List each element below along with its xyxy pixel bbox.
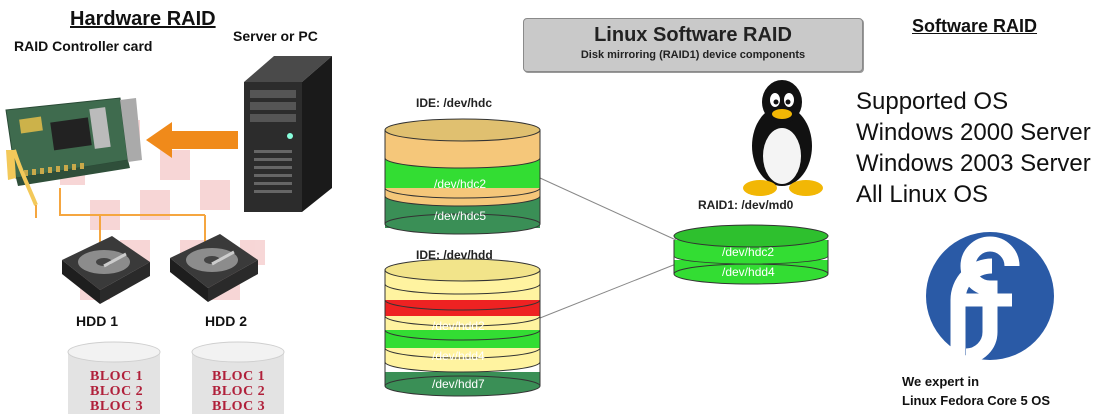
bloc-cylinder-1: BLOC 1 BLOC 2 BLOC 3: [67, 341, 161, 414]
bloc-cylinder-2: BLOC 1 BLOC 2 BLOC 3: [191, 341, 285, 414]
server-tower-icon: [244, 56, 332, 212]
md0-hdc2-label: /dev/hdc2: [722, 245, 774, 259]
disk-hdd-cylinder: /dev/hdd2 /dev/hdd4 /dev/hdd7: [384, 258, 541, 397]
md0-hdd4-label: /dev/hdd4: [722, 265, 775, 279]
linux-software-raid-banner: Linux Software RAID Disk mirroring (RAID…: [523, 18, 863, 72]
hdd2-label: HDD 2: [205, 313, 248, 329]
hard-drive-icon: [62, 236, 150, 304]
os-list-item: Windows 2000 Server: [856, 119, 1091, 146]
banner-title: Linux Software RAID: [594, 24, 792, 46]
disk-hdc-label: IDE: /dev/hdc: [416, 96, 493, 110]
server-pc-label: Server or PC: [233, 28, 318, 44]
software-raid-title: Software RAID: [912, 16, 1038, 36]
raid-controller-label: RAID Controller card: [14, 38, 153, 54]
supported-os-list: Supported OS Windows 2000 Server Windows…: [856, 86, 1091, 210]
hardware-raid-title: Hardware RAID: [70, 8, 216, 30]
hdc2-segment-label: /dev/hdc2: [434, 177, 486, 191]
disk-hdc-cylinder: /dev/hdc2 /dev/hdc5: [384, 118, 541, 235]
mirror-connection-lines: [539, 177, 677, 319]
os-list-item: Supported OS: [856, 88, 1009, 115]
expert-line-2: Linux Fedora Core 5 OS: [902, 393, 1051, 408]
arrow-left-icon: [146, 122, 238, 158]
disk-hdd-label: IDE: /dev/hdd: [416, 248, 493, 262]
banner-subtitle: Disk mirroring (RAID1) device components: [580, 49, 806, 61]
tux-penguin-icon: [743, 80, 823, 196]
bloc-1-label: BLOC 1: [90, 369, 143, 384]
hdd7-segment-label: /dev/hdd7: [432, 377, 485, 391]
disk-md0-label: RAID1: /dev/md0: [698, 198, 794, 212]
expert-note: We expert in Linux Fedora Core 5 OS: [902, 372, 1050, 410]
hdd4-segment-label: /dev/hdd4: [432, 349, 485, 363]
hard-drive-icon: [170, 234, 258, 302]
expert-line-1: We expert in: [902, 374, 980, 389]
raid-card-icon: [5, 97, 142, 206]
bloc-1-label: BLOC 1: [212, 369, 265, 384]
bloc-3-label: BLOC 3: [212, 399, 265, 414]
os-list-item: All Linux OS: [856, 181, 989, 208]
disk-md0-cylinder: /dev/hdc2 /dev/hdd4: [673, 224, 829, 285]
os-list-item: Windows 2003 Server: [856, 150, 1091, 177]
bloc-3-label: BLOC 3: [90, 399, 143, 414]
fedora-logo-icon: [926, 232, 1054, 364]
hdd1-label: HDD 1: [76, 313, 119, 329]
bloc-2-label: BLOC 2: [90, 384, 143, 399]
hdd2-segment-label: /dev/hdd2: [432, 319, 485, 333]
bloc-2-label: BLOC 2: [212, 384, 265, 399]
hdc5-segment-label: /dev/hdc5: [434, 209, 486, 223]
